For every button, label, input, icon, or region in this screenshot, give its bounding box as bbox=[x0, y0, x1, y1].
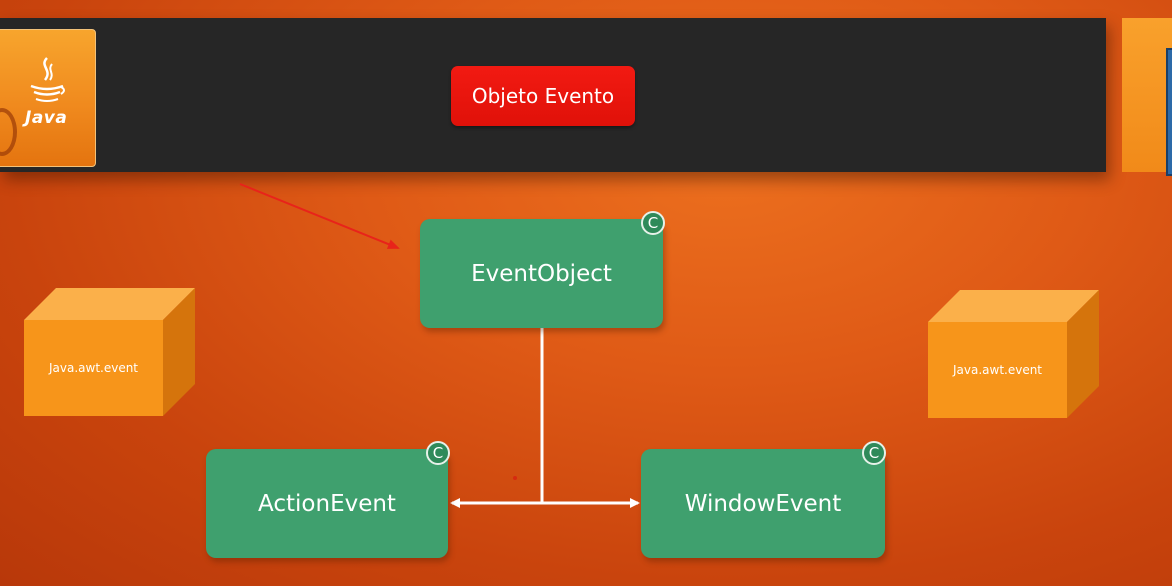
node-actionevent[interactable]: ActionEvent bbox=[206, 449, 448, 558]
right-edge-tile bbox=[1122, 18, 1172, 176]
node-windowevent[interactable]: WindowEvent bbox=[641, 449, 885, 558]
annotation-arrow bbox=[239, 183, 400, 249]
right-edge-tile-inner bbox=[1166, 48, 1172, 176]
node-eventobject-label: EventObject bbox=[471, 260, 612, 287]
java-coffee-cup-icon bbox=[30, 57, 65, 102]
class-badge-windowevent: C bbox=[862, 441, 886, 465]
node-windowevent-label: WindowEvent bbox=[684, 490, 842, 517]
package-label-left: Java.awt.event bbox=[48, 361, 139, 375]
java-logo-text: Java bbox=[25, 108, 68, 128]
class-badge-actionevent: C bbox=[426, 441, 450, 465]
class-badge-eventobject: C bbox=[641, 211, 665, 235]
node-actionevent-label: ActionEvent bbox=[258, 490, 396, 517]
package-cube-right bbox=[928, 290, 1099, 418]
pointer-dot bbox=[513, 476, 517, 480]
package-cube-left bbox=[24, 288, 195, 416]
java-logo: Java bbox=[0, 29, 96, 167]
node-eventobject[interactable]: EventObject bbox=[420, 219, 663, 328]
package-label-right: Java.awt.event bbox=[952, 363, 1043, 377]
title-button[interactable]: Objeto Evento bbox=[451, 66, 635, 126]
